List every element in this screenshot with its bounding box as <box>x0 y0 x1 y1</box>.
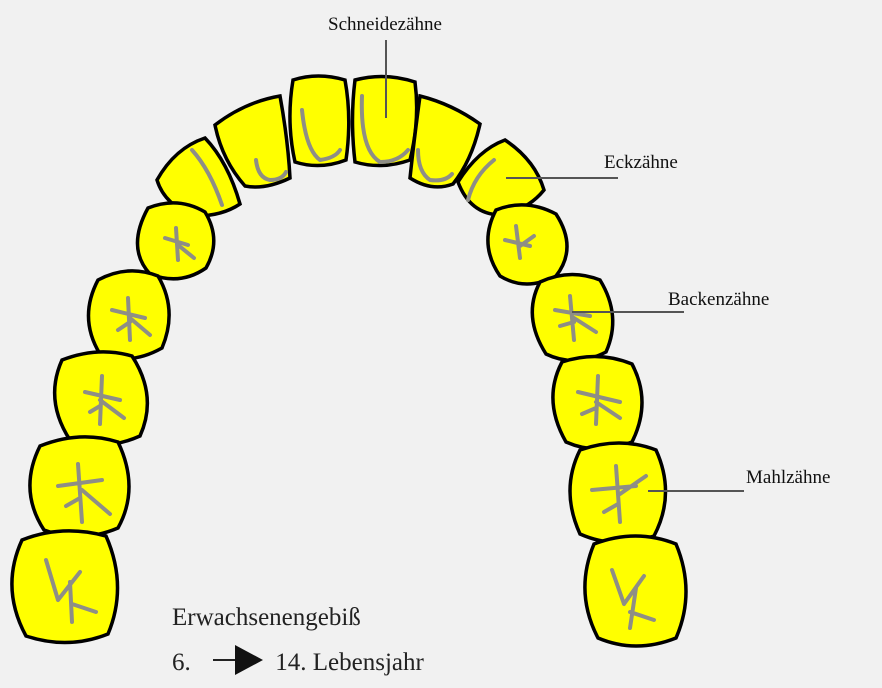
caption-title: Erwachsenengebiß <box>172 604 361 632</box>
caption-age-range: 6. 14. Lebensjahr <box>172 643 424 677</box>
incisor-teeth <box>215 76 480 187</box>
caption-age-end: 14. Lebensjahr <box>275 649 424 676</box>
label-premolars: Backenzähne <box>668 289 769 310</box>
canine-teeth <box>157 138 544 216</box>
molar-teeth <box>12 352 686 646</box>
caption-age-start: 6. <box>172 649 191 676</box>
label-incisors: Schneidezähne <box>328 14 442 35</box>
label-canines: Eckzähne <box>604 152 678 173</box>
label-molars: Mahlzähne <box>746 467 830 488</box>
premolar-teeth <box>88 203 612 361</box>
tooth-molar-left-3 <box>12 531 118 643</box>
arrow-right-icon <box>207 643 267 677</box>
